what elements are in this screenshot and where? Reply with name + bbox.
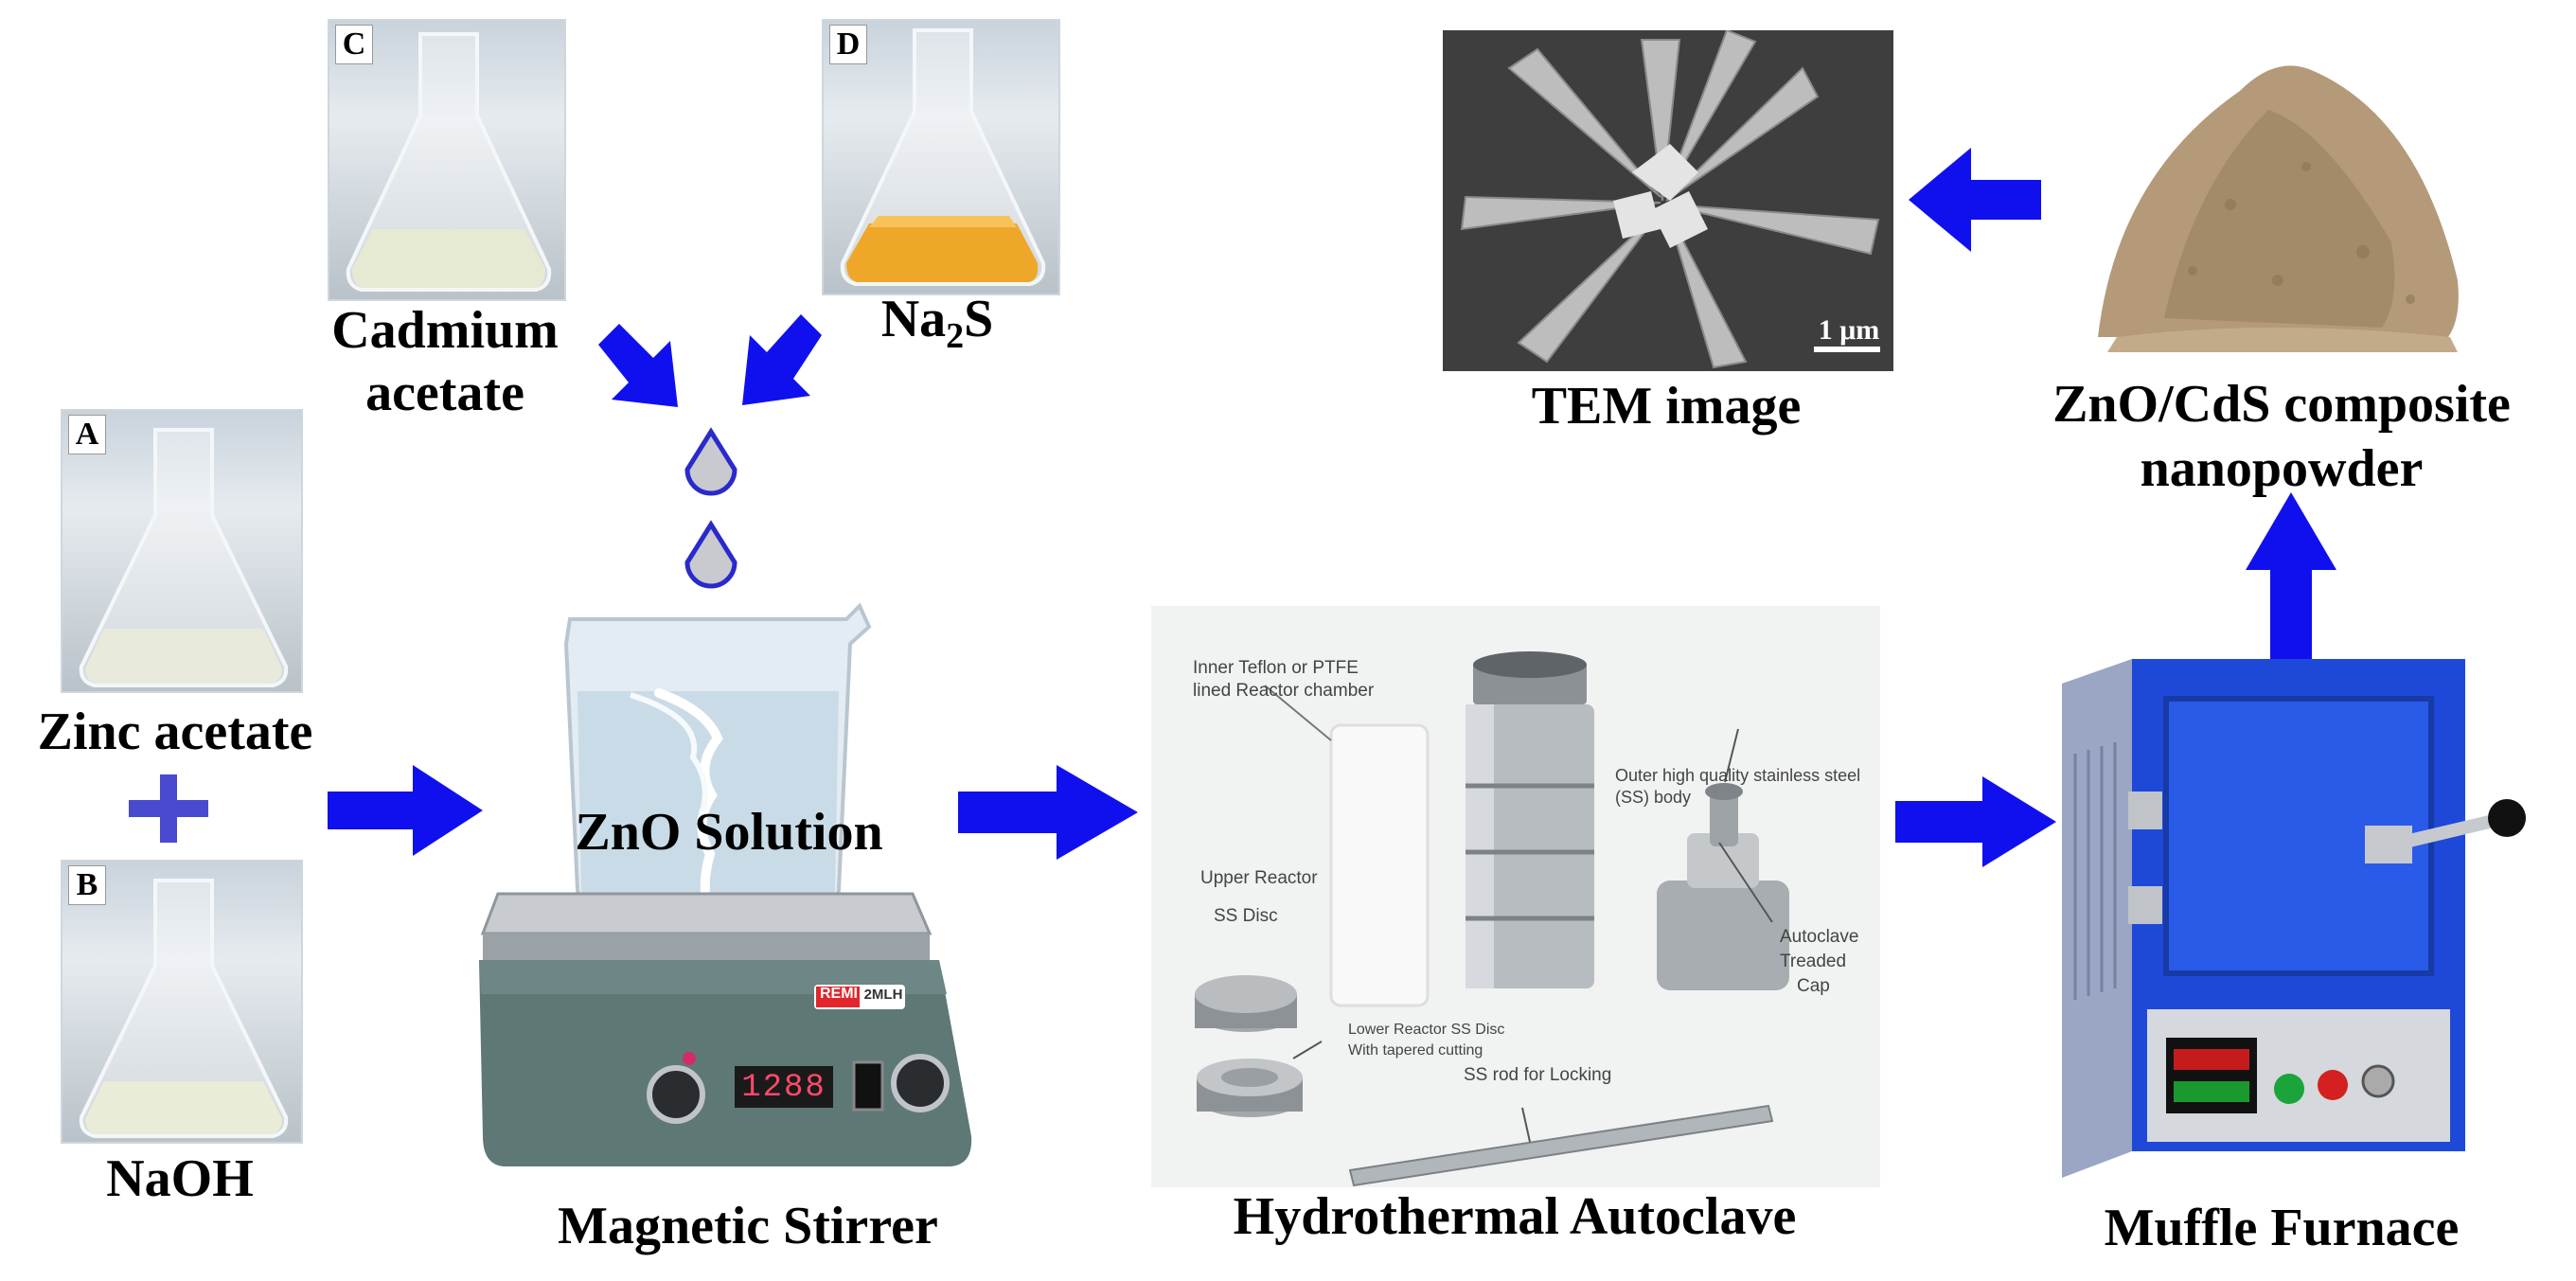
note-lower-disc-1: Lower Reactor SS Disc — [1348, 1022, 1505, 1038]
note-cap-3: Cap — [1797, 976, 1830, 996]
label-na2s-main: Na — [880, 290, 947, 348]
panel-letter-d: D — [829, 25, 867, 64]
label-cadmium: Cadmium — [331, 301, 559, 360]
note-cap-2: Treaded — [1780, 952, 1847, 971]
arrow-furnace-to-powder — [2246, 492, 2336, 659]
magnetic-stirrer-image — [479, 602, 972, 1166]
flask-d-photo: D — [822, 19, 1060, 295]
note-upper-disc-1: Upper Reactor — [1200, 868, 1318, 888]
note-ss-body: Outer high quality stainless steel (SS) … — [1615, 766, 1861, 807]
nanopowder-image — [2098, 65, 2459, 352]
panel-letter-b: B — [68, 865, 106, 905]
stirrer-brand: REMI — [820, 986, 858, 1002]
caption-magnetic-stirrer: Magnetic Stirrer — [558, 1197, 938, 1255]
caption-powder-line1: ZnO/CdS composite — [2052, 375, 2511, 434]
drop-icon-2 — [684, 520, 737, 589]
autoclave-drawing — [1195, 651, 1789, 1187]
flask-b-photo: B — [61, 860, 303, 1144]
label-zno-solution: ZnO Solution — [575, 803, 883, 862]
flask-c-photo: C — [328, 19, 566, 301]
muffle-furnace-image — [2062, 659, 2526, 1178]
note-cap-1: Autoclave — [1780, 927, 1859, 947]
note-upper-disc-2: SS Disc — [1214, 906, 1278, 926]
panel-letter-a: A — [68, 415, 106, 454]
stirrer-display: 1288 — [741, 1070, 826, 1106]
label-na2s-tail: S — [964, 290, 994, 348]
label-zinc-acetate: Zinc acetate — [37, 703, 313, 761]
label-acetate: acetate — [365, 364, 524, 422]
flask-a-photo: A — [61, 409, 303, 693]
flask-d-drawing — [840, 28, 1046, 286]
arrow-autoclave-to-furnace — [1895, 776, 2056, 867]
arrow-powder-to-tem — [1909, 148, 2041, 252]
note-lower-disc-2: With tapered cutting — [1348, 1042, 1483, 1059]
tem-drawing — [1460, 30, 1880, 369]
caption-hydrothermal-autoclave: Hydrothermal Autoclave — [1233, 1187, 1797, 1246]
arrow-stirrer-to-autoclave — [958, 765, 1138, 860]
note-ss-rod: SS rod for Locking — [1464, 1065, 1612, 1085]
note-teflon-2: lined Reactor chamber — [1193, 681, 1375, 701]
caption-tem-image: TEM image — [1531, 377, 1802, 436]
drop-icon-1 — [684, 427, 737, 496]
autoclave-photo: Inner Teflon or PTFE lined Reactor chamb… — [1151, 606, 1880, 1187]
arrow-c-to-stirrer — [598, 324, 678, 407]
tem-image: 1 μm — [1443, 30, 1893, 371]
arrow-reagents-to-stirrer — [328, 765, 483, 856]
tem-scale-bar-label: 1 μm — [1818, 314, 1880, 346]
plus-icon — [129, 774, 208, 843]
label-naoh: NaOH — [106, 1149, 254, 1208]
label-na2s: Na2S — [852, 288, 1022, 359]
caption-muffle-furnace: Muffle Furnace — [2104, 1199, 2460, 1257]
caption-powder-line2: nanopowder — [2140, 439, 2424, 498]
label-na2s-sub: 2 — [946, 316, 965, 357]
stirrer-model: 2MLH — [863, 987, 903, 1003]
note-teflon-1: Inner Teflon or PTFE — [1193, 658, 1359, 678]
panel-letter-c: C — [335, 25, 373, 64]
flask-a-drawing — [79, 428, 289, 687]
arrow-d-to-stirrer — [742, 314, 822, 405]
flask-c-drawing — [346, 32, 552, 292]
flask-b-drawing — [79, 879, 289, 1138]
